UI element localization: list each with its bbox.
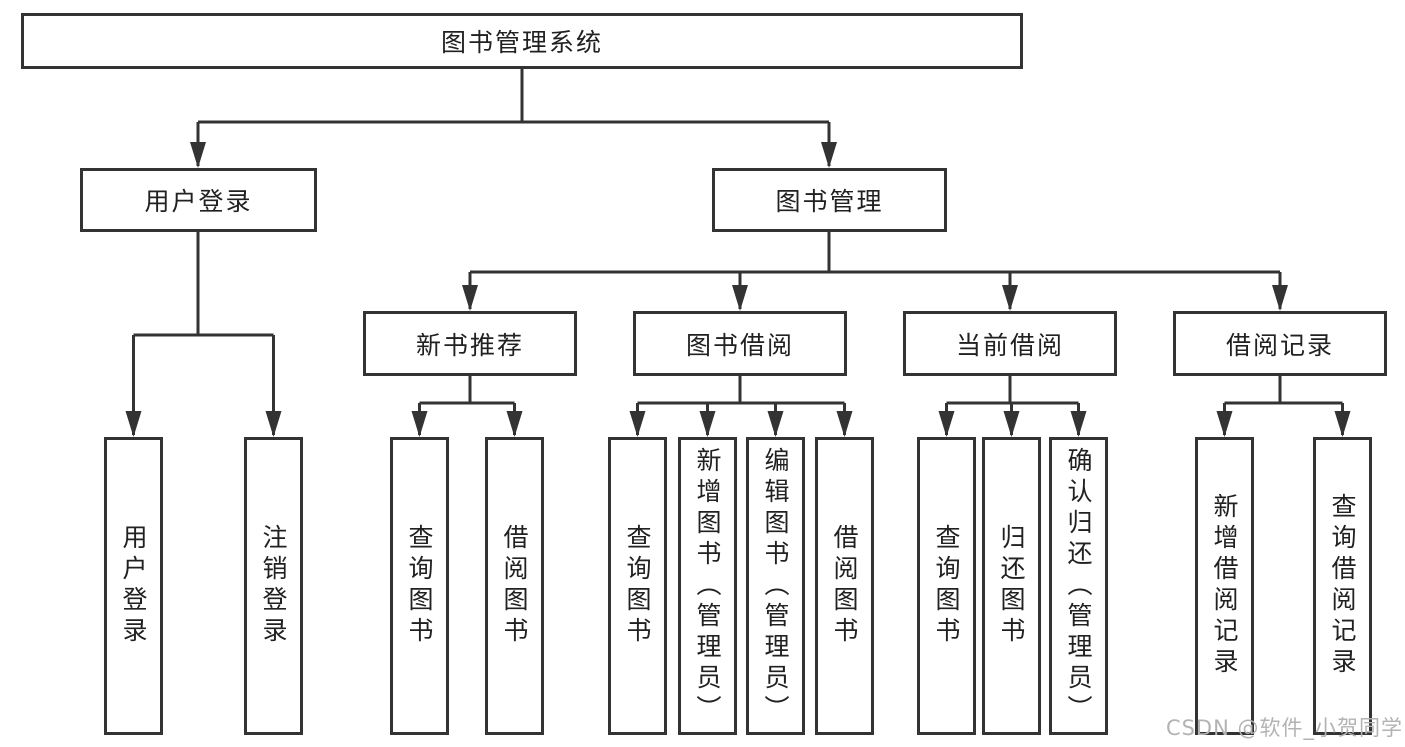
leaf-bb-add-books-admin: 新增图书（管理员） (678, 437, 737, 735)
node-borrowing-records: 借阅记录 (1173, 311, 1387, 376)
node-label: 用户登录 (144, 187, 253, 216)
leaf-bb-search-books: 查询图书 (608, 437, 667, 735)
node-label: 查询图书 (405, 524, 434, 648)
node-label: 注销登录 (259, 524, 288, 648)
leaf-user-login: 用户登录 (104, 437, 163, 735)
node-label: 新增图书（管理员） (693, 446, 722, 726)
node-label: 归还图书 (997, 524, 1026, 648)
leaf-cb-return-books: 归还图书 (982, 437, 1041, 735)
node-library-management-system: 图书管理系统 (21, 13, 1023, 69)
node-label: 查询借阅记录 (1328, 493, 1357, 679)
node-label: 查询图书 (932, 524, 961, 648)
node-book-borrowing: 图书借阅 (633, 311, 847, 376)
node-label: 确认归还（管理员） (1064, 446, 1093, 726)
node-label: 用户登录 (119, 524, 148, 648)
node-label: 借阅记录 (1225, 330, 1334, 360)
node-label: 当前借阅 (955, 330, 1064, 360)
leaf-cb-search-books: 查询图书 (917, 437, 976, 735)
node-label: 图书管理 (775, 187, 884, 216)
arrowheads (125, 142, 1351, 437)
node-label: 图书管理系统 (440, 28, 603, 57)
node-label: 借阅图书 (830, 524, 859, 648)
node-label: 新书推荐 (415, 330, 524, 360)
node-label: 借阅图书 (500, 524, 529, 648)
leaf-logout: 注销登录 (244, 437, 303, 735)
leaf-br-add-record: 新增借阅记录 (1195, 437, 1254, 735)
node-label: 新增借阅记录 (1210, 493, 1239, 679)
node-label: 图书借阅 (685, 330, 794, 360)
node-label: 查询图书 (623, 524, 652, 648)
leaf-nbr-search-books: 查询图书 (390, 437, 449, 735)
node-user-login: 用户登录 (80, 168, 317, 232)
leaf-nbr-borrow-books: 借阅图书 (485, 437, 544, 735)
node-new-book-recommendation: 新书推荐 (363, 311, 577, 376)
csdn-watermark: CSDN @软件_小贺同学 (1165, 716, 1403, 740)
leaf-cb-confirm-return-admin: 确认归还（管理员） (1049, 437, 1108, 735)
leaf-bb-borrow-books: 借阅图书 (815, 437, 874, 735)
leaf-bb-edit-books-admin: 编辑图书（管理员） (746, 437, 805, 735)
node-current-borrowing: 当前借阅 (903, 311, 1117, 376)
leaf-br-search-record: 查询借阅记录 (1313, 437, 1372, 735)
node-label: 编辑图书（管理员） (761, 446, 790, 726)
node-book-management: 图书管理 (712, 168, 947, 232)
